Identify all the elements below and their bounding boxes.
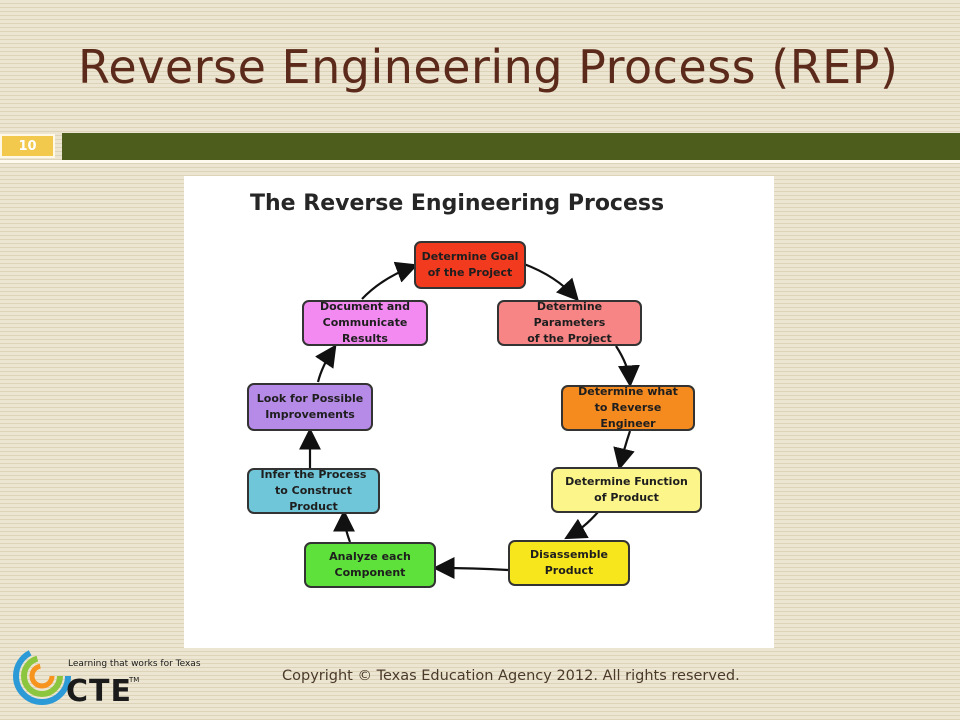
header-divider xyxy=(0,160,960,163)
step-look-improvements: Look for Possible Improvements xyxy=(247,383,373,431)
arrow-document-to-goal xyxy=(361,261,419,300)
diagram-title: The Reverse Engineering Process xyxy=(250,191,665,216)
arrow-goal-to-parameters xyxy=(523,262,579,302)
cte-logo: Learning that works for Texas CTE TM xyxy=(12,638,202,710)
step-document-results: Document and Communicate Results xyxy=(302,300,428,346)
copyright-footer: Copyright © Texas Education Agency 2012.… xyxy=(282,668,740,684)
arrow-analyze-to-infer xyxy=(333,509,356,543)
logo-trademark: TM xyxy=(129,676,140,684)
cte-swirl-icon xyxy=(13,647,71,705)
process-diagram: The Reverse Engineering Process Determin… xyxy=(184,176,774,648)
slide-title: Reverse Engineering Process (REP) xyxy=(78,40,899,94)
step-analyze-components: Analyze each Component xyxy=(304,542,436,588)
step-determine-goal: Determine Goal of the Project xyxy=(414,241,526,289)
arrow-parameters-to-what xyxy=(615,345,640,388)
step-determine-what: Determine what to Reverse Engineer xyxy=(561,385,695,431)
logo-wordmark: CTE xyxy=(66,674,132,709)
arrow-improvements-to-document xyxy=(315,344,337,383)
step-determine-parameters: Determine Parameters of the Project xyxy=(497,300,642,346)
step-infer-process: Infer the Process to Construct Product xyxy=(247,468,380,514)
slide-number-badge: 10 xyxy=(0,134,55,158)
step-determine-function: Determine Function of Product xyxy=(551,467,702,513)
arrow-function-to-disassemble xyxy=(564,511,599,540)
header-bar xyxy=(62,133,960,160)
arrow-what-to-function xyxy=(613,430,635,471)
logo-tagline: Learning that works for Texas xyxy=(68,659,201,669)
arrow-disassemble-to-analyze xyxy=(432,557,509,580)
cycle-arrows xyxy=(299,261,640,580)
step-disassemble: Disassemble Product xyxy=(508,540,630,586)
